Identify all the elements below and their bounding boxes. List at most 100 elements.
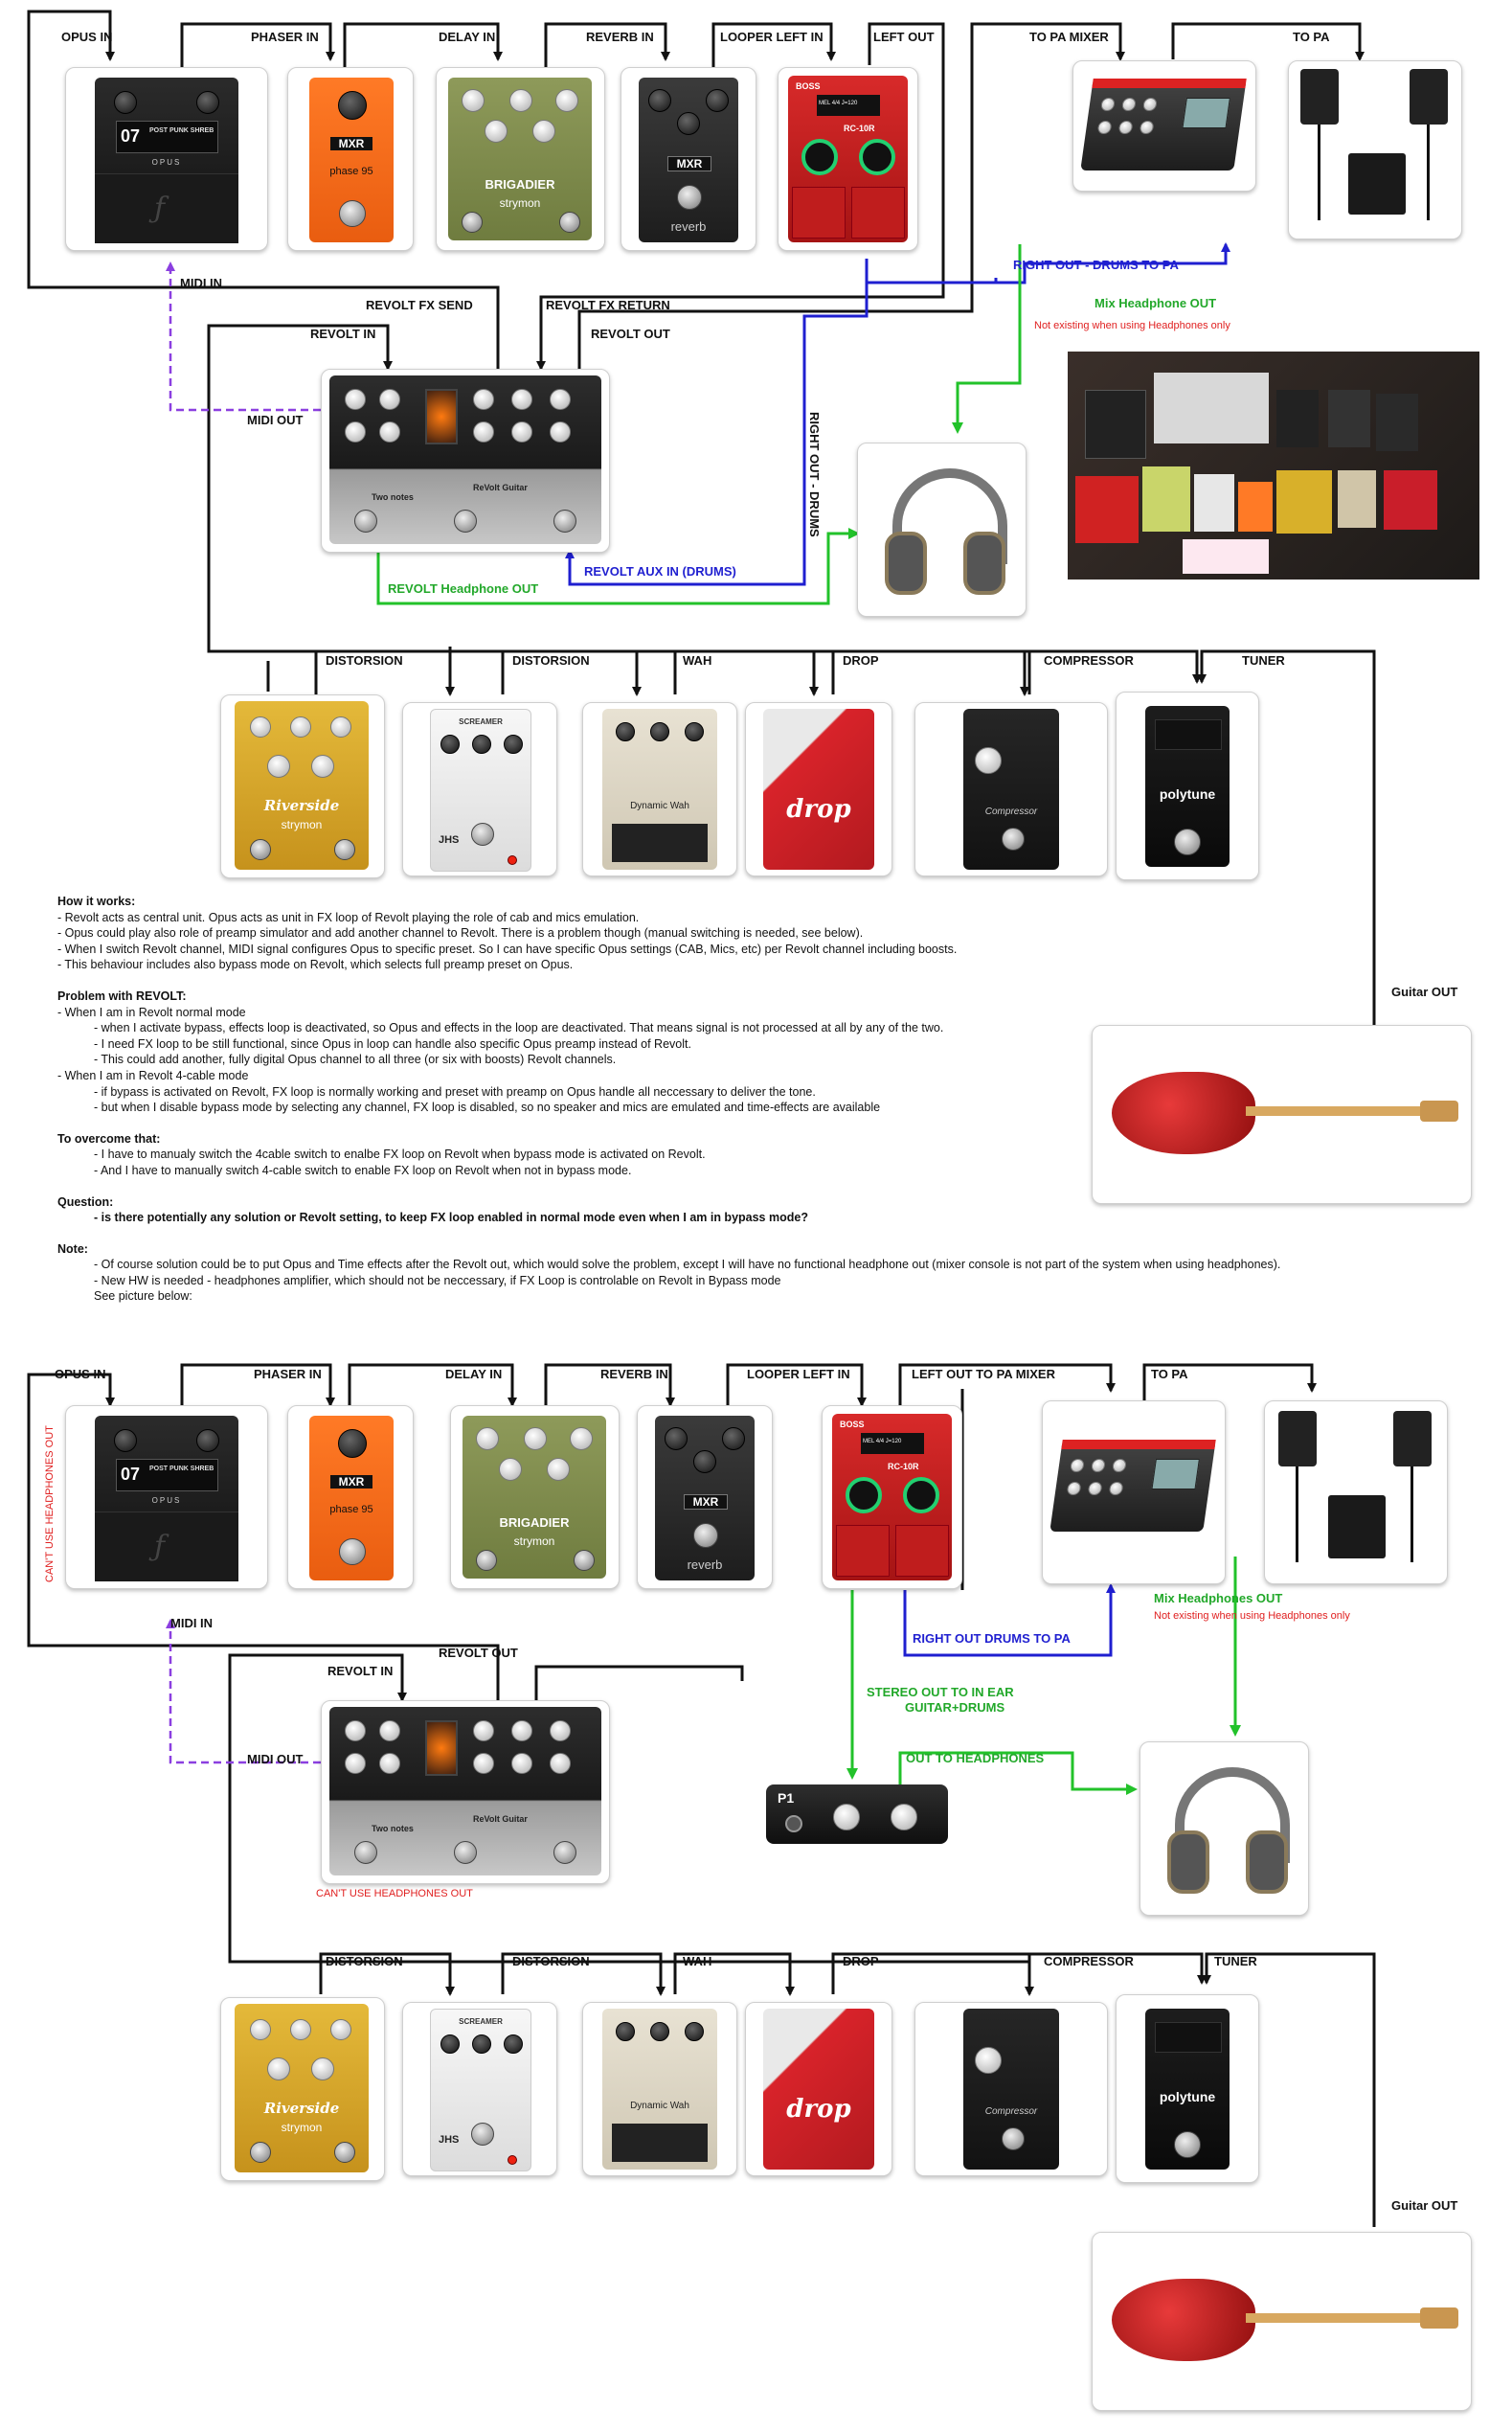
opus-knob [196,1429,219,1452]
polytune-display [1155,2022,1222,2053]
mixer-knob [1096,121,1113,134]
screamer-knob [440,2034,460,2054]
headphones-icon [1167,1763,1290,1894]
screamer-brand: JHS [439,2134,460,2146]
brigadier-knob [555,89,578,112]
phaser-card-2: MXR phase 95 [287,1405,414,1589]
opus-preset-name: POST PUNK SHREB [149,127,214,134]
screamer-knob [440,735,460,754]
notes-question-title: Question: [57,1194,114,1209]
label2-out-to-headphones: OUT TO HEADPHONES [906,1751,1045,1765]
label2-to-pa: TO PA [1151,1367,1188,1381]
label-left-out: LEFT OUT [873,30,935,44]
reverb-knob [665,1427,688,1450]
label-looper-left-in: LOOPER LEFT IN [720,30,824,44]
drop-name: drop [786,2095,851,2124]
reverb-footswitch [677,185,702,210]
wah-name: Dynamic Wah [630,2101,689,2111]
rc10r-pedal: BOSS MEL 4/4 J=120 RC-10R [788,76,908,242]
screamer-pedal: SCREAMER JHS [430,709,531,872]
looper-card: BOSS MEL 4/4 J=120 RC-10R [778,67,918,251]
revolt-knob [345,1720,366,1741]
rc10r-display: MEL 4/4 J=120 [817,95,880,116]
label-mix-headphone-out: Mix Headphone OUT [1095,296,1217,310]
revolt-knob [550,1753,571,1774]
wah-knob [616,2022,635,2041]
label-to-pa: TO PA [1293,30,1330,44]
mixer-device [1080,79,1247,170]
revolt-knob [511,1720,532,1741]
p1-name: P1 [778,1790,795,1806]
mixer-knob [1120,98,1137,111]
wire-right-out-drums-down [565,259,869,586]
speaker-right [1410,69,1448,125]
revolt-knob [511,421,532,443]
pa-mixer-card [1072,60,1256,192]
wah-card-2: Dynamic Wah [582,2002,737,2176]
mixer-knob [1141,98,1158,111]
label2-distorsion-1: DISTORSION [326,1954,403,1968]
phaser-model: phase 95 [329,166,373,177]
brigadier-knob [524,1427,547,1450]
mixer-screen [1182,98,1230,128]
label-tuner: TUNER [1242,653,1285,668]
riverside-knob [290,716,311,738]
wah-knob [616,722,635,741]
brigadier-knob [570,1427,593,1450]
opus-footswitch-plate: ƒ [95,173,238,243]
screamer-footswitch [471,2123,494,2146]
opus-knob [114,91,137,114]
pa-mixer-card-2 [1042,1400,1226,1584]
brigadier-knob [532,120,555,143]
screamer-pedal: SCREAMER JHS [430,2009,531,2171]
wah-knob [650,2022,669,2041]
wire2-comp-in [1027,1952,1207,1994]
opus-logo-icon: ƒ [154,192,166,225]
label-revolt-fx-return: REVOLT FX RETURN [546,298,670,312]
rc10r-model: RC-10R [888,1462,919,1471]
riverside-knob [330,2019,351,2040]
label2-midi-out: MIDI OUT [247,1752,304,1766]
screamer-led [508,2155,517,2165]
phaser-pedal: MXR phase 95 [309,78,394,242]
screamer-footswitch [471,823,494,846]
label-revolt-out: REVOLT OUT [591,327,670,341]
reverb-pedal: MXR reverb [639,78,738,242]
reverb-knob [722,1427,745,1450]
revolt-knob [379,1753,400,1774]
brigadier-knob [547,1458,570,1481]
revolt-knob [345,389,366,410]
mixer-knob [1090,1459,1106,1472]
opus-pedal: 07 POST PUNK SHREB OPUS ƒ [95,1416,238,1581]
revolt-footswitch [553,1841,576,1864]
notes-overcome-line: - I have to manualy switch the 4cable sw… [94,1148,706,1162]
opus-pedal: 07 POST PUNK SHREB OPUS ƒ [95,78,238,243]
phaser-footswitch [339,200,366,227]
screamer-knob [472,2034,491,2054]
headphones-icon [885,465,1007,595]
brigadier-footswitch [476,1550,497,1571]
notes-problem-title: Problem with REVOLT: [57,989,187,1003]
p1-headphone-amp: P1 [766,1777,948,1853]
notes-how-line: - This behaviour includes also bypass mo… [57,958,574,972]
reverb-knob [706,89,729,112]
label2-stereo-out-line2: GUITAR+DRUMS [905,1700,1005,1715]
screamer-knob [472,735,491,754]
revolt-pedal: Two notes ReVolt Guitar [329,1707,601,1875]
polytune-name: polytune [1159,786,1216,802]
label2-tuner: TUNER [1214,1954,1257,1968]
brigadier-knob [499,1458,522,1481]
label2-wah: WAH [683,1954,712,1968]
wire-looper-left-out [536,22,945,371]
speaker-right-stand [1410,1466,1413,1562]
wire-revolt-send-to-opus [27,10,500,369]
rc10r-brand: BOSS [840,1420,865,1429]
mixer-screen [1151,1459,1200,1489]
speaker-left [1300,69,1339,125]
headphones-card-2 [1140,1741,1309,1916]
pa-speakers-card [1288,60,1462,239]
revolt-brand: Two notes [372,1824,414,1833]
riverside-card-2: Riverside strymon [220,1997,385,2181]
compressor-knob [975,747,1002,774]
polytune-display [1155,719,1222,750]
